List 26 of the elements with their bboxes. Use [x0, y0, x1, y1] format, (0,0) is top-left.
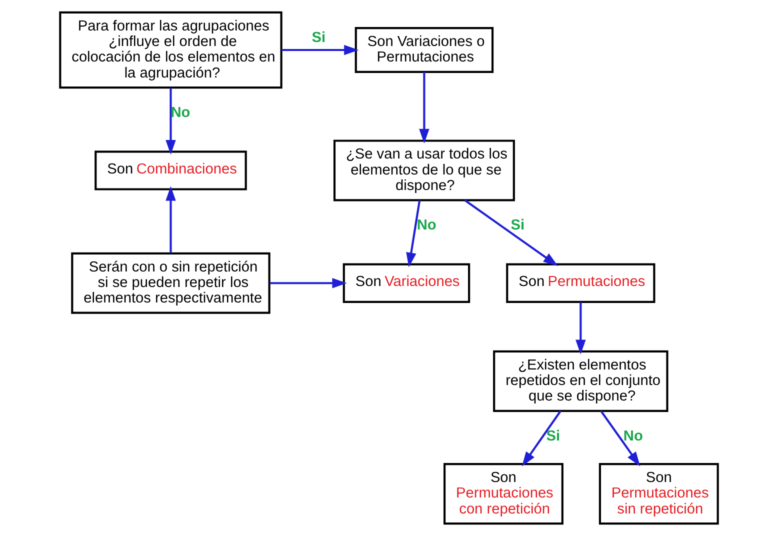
node-box: Son Variaciones [342, 263, 470, 303]
arrow [521, 410, 561, 466]
edge-label: Si [546, 428, 560, 444]
edge-label: Si [510, 218, 524, 234]
node-box: Son Permutaciones [506, 263, 655, 303]
arrow [269, 278, 346, 288]
arrow [600, 410, 640, 466]
node-box: ¿Existen elementos repetidos en el conjunto que se dispone? [492, 350, 668, 412]
arrow [575, 302, 586, 354]
arrow [165, 88, 176, 155]
arrow [281, 44, 358, 56]
node-box: Son Permutaciones sin repetición [598, 463, 718, 525]
edge-label: No [170, 104, 190, 121]
edge-label: Si [311, 30, 326, 46]
arrow [165, 186, 176, 254]
node-box: Son Combinaciones [94, 150, 246, 190]
node-box: Son Permutaciones con repetición [443, 463, 563, 525]
node-box: Serán con o sin repetición si se pueden repetir los elementos respectivamente [70, 252, 270, 314]
edge-label: No [416, 218, 436, 234]
arrow [418, 72, 429, 144]
node-box: Son Variaciones o Permutaciones [354, 27, 494, 73]
node-box: Para formar las agrupaciones ¿influye el orden de colocación de los elementos en la agrupación? [58, 11, 282, 89]
node-box: ¿Se van a usar todos los elementos de lo que se dispone? [332, 140, 514, 202]
arrow [464, 199, 558, 266]
edge-label: No [622, 428, 642, 444]
arrow [406, 200, 420, 268]
